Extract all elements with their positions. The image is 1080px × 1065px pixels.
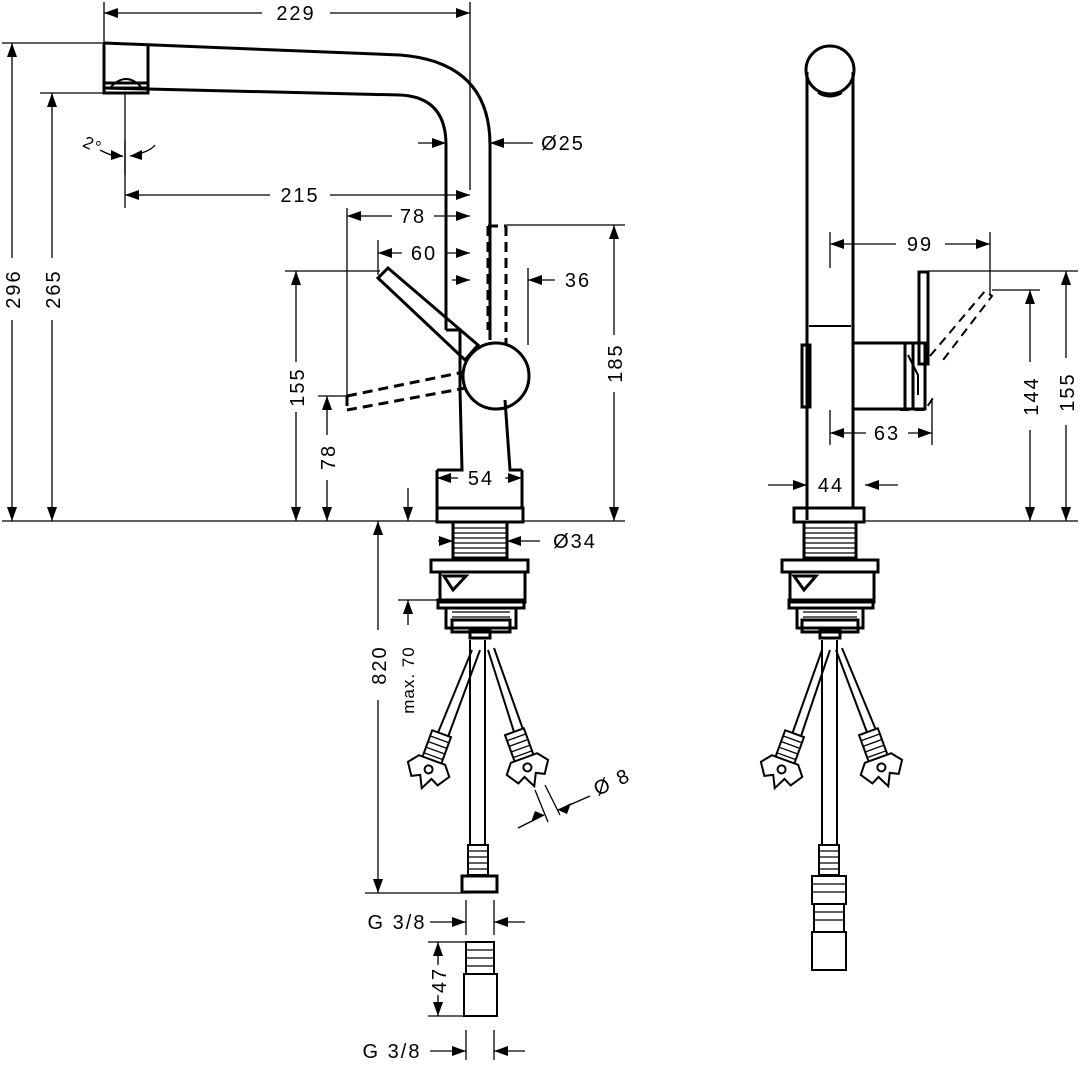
side-hoses xyxy=(759,640,904,971)
dim-lever-low: 78 xyxy=(318,444,340,470)
dim-height-outlet: 265 xyxy=(43,269,65,308)
dim-lever-60: 60 xyxy=(411,243,437,265)
dim-offset-36: 36 xyxy=(565,270,591,292)
dim-height-total: 296 xyxy=(3,269,25,308)
front-mounting xyxy=(429,520,530,640)
dim-side-lever-height-lower: 144 xyxy=(1021,376,1043,415)
dim-lever-78: 78 xyxy=(400,206,426,228)
dim-adapter-length: 47 xyxy=(429,967,451,993)
dim-side-body-width: 44 xyxy=(818,475,844,497)
front-spout xyxy=(102,41,531,524)
dim-lever-height: 155 xyxy=(287,367,309,406)
dim-body-height: 185 xyxy=(605,343,627,382)
dim-max-thickness: max. 70 xyxy=(399,646,418,713)
side-dimension-labels: 99 155 144 63 44 xyxy=(818,234,1079,497)
dim-side-lever-reach: 99 xyxy=(907,234,933,256)
dim-overall-width: 229 xyxy=(276,3,315,25)
front-dimension-labels: 229 215 78 60 36 Ø25 2° 296 265 155 78 1… xyxy=(3,2,634,1063)
dim-spout-diameter: Ø25 xyxy=(541,133,585,155)
dim-connection-lower: G 3/8 xyxy=(363,1041,422,1063)
dim-thread-diameter: Ø34 xyxy=(553,531,597,553)
side-faucet xyxy=(780,44,994,640)
side-dimension-lines xyxy=(768,232,1078,522)
dim-spout-reach: 215 xyxy=(280,185,319,207)
side-view: 99 155 144 63 44 xyxy=(759,44,1079,971)
dim-connection-upper: G 3/8 xyxy=(368,912,427,934)
dim-hose-diameter: Ø 8 xyxy=(590,765,634,801)
front-dimension-lines xyxy=(2,2,625,1060)
dim-side-lever-height-upper: 155 xyxy=(1057,372,1079,411)
dim-hose-length: 820 xyxy=(369,645,391,684)
dim-side-lever-base: 63 xyxy=(874,423,900,445)
dim-spout-angle: 2° xyxy=(80,133,105,158)
dim-body-width: 54 xyxy=(468,468,494,490)
front-view: 229 215 78 60 36 Ø25 2° 296 265 155 78 1… xyxy=(2,2,634,1063)
front-hoses xyxy=(406,640,550,1017)
